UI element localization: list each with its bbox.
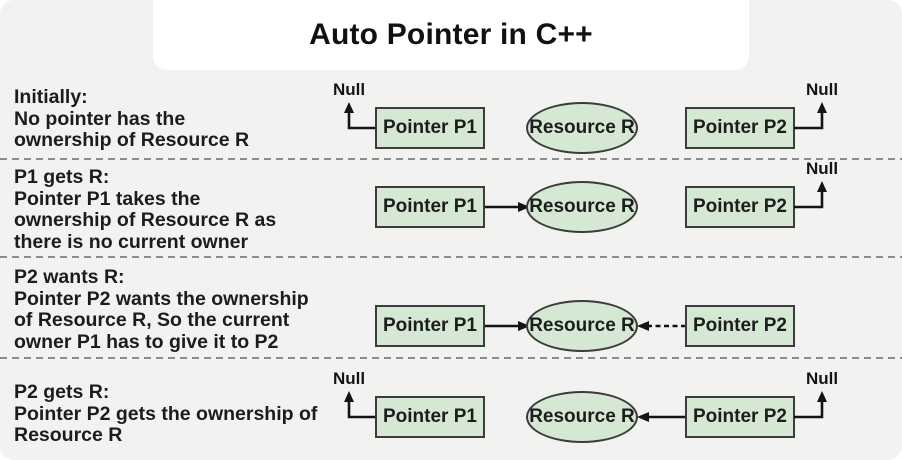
p1-to-null-arrow-row1 <box>344 102 377 130</box>
p1-to-null-arrow-row4 <box>344 391 377 419</box>
p2-to-null-arrow-row2 <box>794 181 827 209</box>
p1-to-resource-arrow-row2 <box>485 202 530 212</box>
resource-node-row2: Resource R <box>526 181 638 233</box>
p1-to-resource-arrow-row3 <box>485 321 530 331</box>
pointer-p2-node-row2: Pointer P2 <box>685 186 795 228</box>
page-title: Auto Pointer in C++ <box>309 18 593 51</box>
step-4-description: P2 gets R: Pointer P2 gets the ownership… <box>14 381 318 447</box>
p2-to-resource-dashed-arrow-row3 <box>637 321 686 331</box>
step-1-description: Initially: No pointer has the ownership … <box>14 86 250 152</box>
pointer-p1-node-row3: Pointer P1 <box>375 305 485 347</box>
pointer-p1-node-row2: Pointer P1 <box>375 186 485 228</box>
pointer-p2-node-row4: Pointer P2 <box>685 396 795 438</box>
step-2-description: P1 gets R: Pointer P1 takes the ownershi… <box>14 166 277 254</box>
resource-node-row4: Resource R <box>526 391 638 443</box>
step-3-description: P2 wants R: Pointer P2 wants the ownersh… <box>14 266 309 354</box>
row-separator-1 <box>0 158 902 160</box>
title-card: Auto Pointer in C++ <box>153 0 749 70</box>
row-separator-3 <box>0 357 902 359</box>
pointer-p2-node-row3: Pointer P2 <box>685 305 795 347</box>
pointer-p1-node-row4: Pointer P1 <box>375 396 485 438</box>
row-separator-2 <box>0 256 902 258</box>
null-label-right-row1: Null <box>805 80 839 99</box>
resource-node-row3: Resource R <box>526 300 638 352</box>
null-label-right-row2: Null <box>805 159 839 178</box>
null-label-left-row1: Null <box>332 80 366 99</box>
null-label-left-row4: Null <box>332 369 366 388</box>
p2-to-null-arrow-row1 <box>794 102 827 130</box>
pointer-p1-node-row1: Pointer P1 <box>375 107 485 149</box>
p2-to-null-arrow-row4 <box>794 391 827 419</box>
resource-node-row1: Resource R <box>526 102 638 154</box>
null-label-right-row4: Null <box>805 369 839 388</box>
p2-to-resource-arrow-row4 <box>637 412 686 422</box>
pointer-p2-node-row1: Pointer P2 <box>685 107 795 149</box>
